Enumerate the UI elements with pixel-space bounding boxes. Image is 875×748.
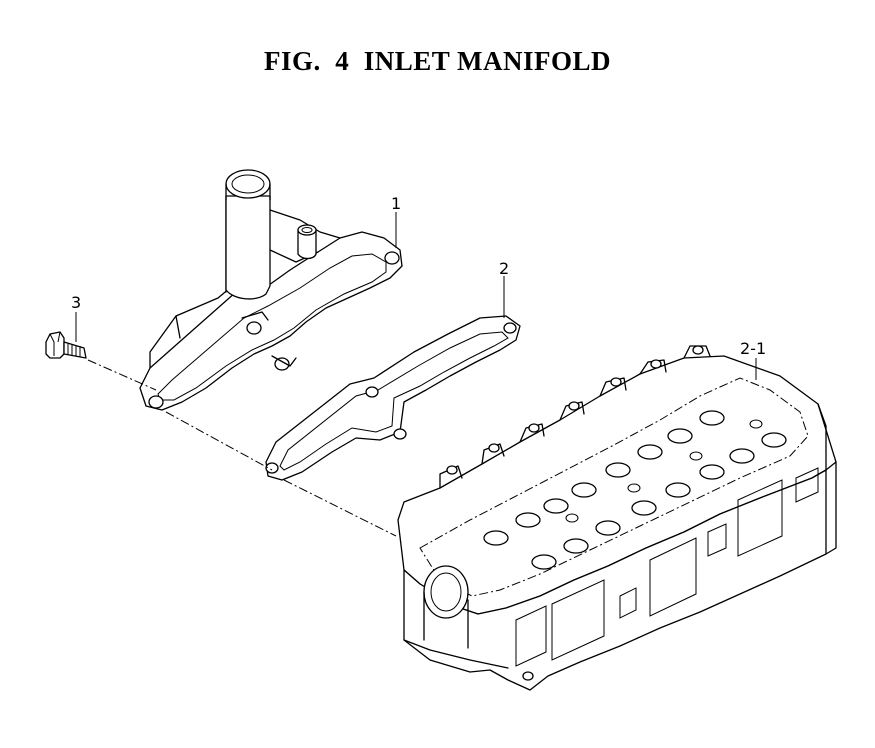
callout-2: 2 — [499, 259, 509, 278]
bolt-part — [45, 331, 87, 359]
inlet-manifold-part — [139, 169, 403, 411]
cylinder-head-part — [397, 345, 837, 691]
callout-3: 3 — [71, 293, 81, 312]
valve-seats-row-1 — [483, 410, 725, 546]
callout-1: 1 — [391, 194, 401, 213]
callout-2-1: 2-1 — [740, 339, 766, 358]
figure-title: FIG. 4 INLET MANIFOLD — [263, 46, 612, 76]
gasket-part — [265, 315, 521, 481]
leader-lines — [75, 212, 757, 537]
valve-seats-row-2 — [531, 432, 787, 570]
